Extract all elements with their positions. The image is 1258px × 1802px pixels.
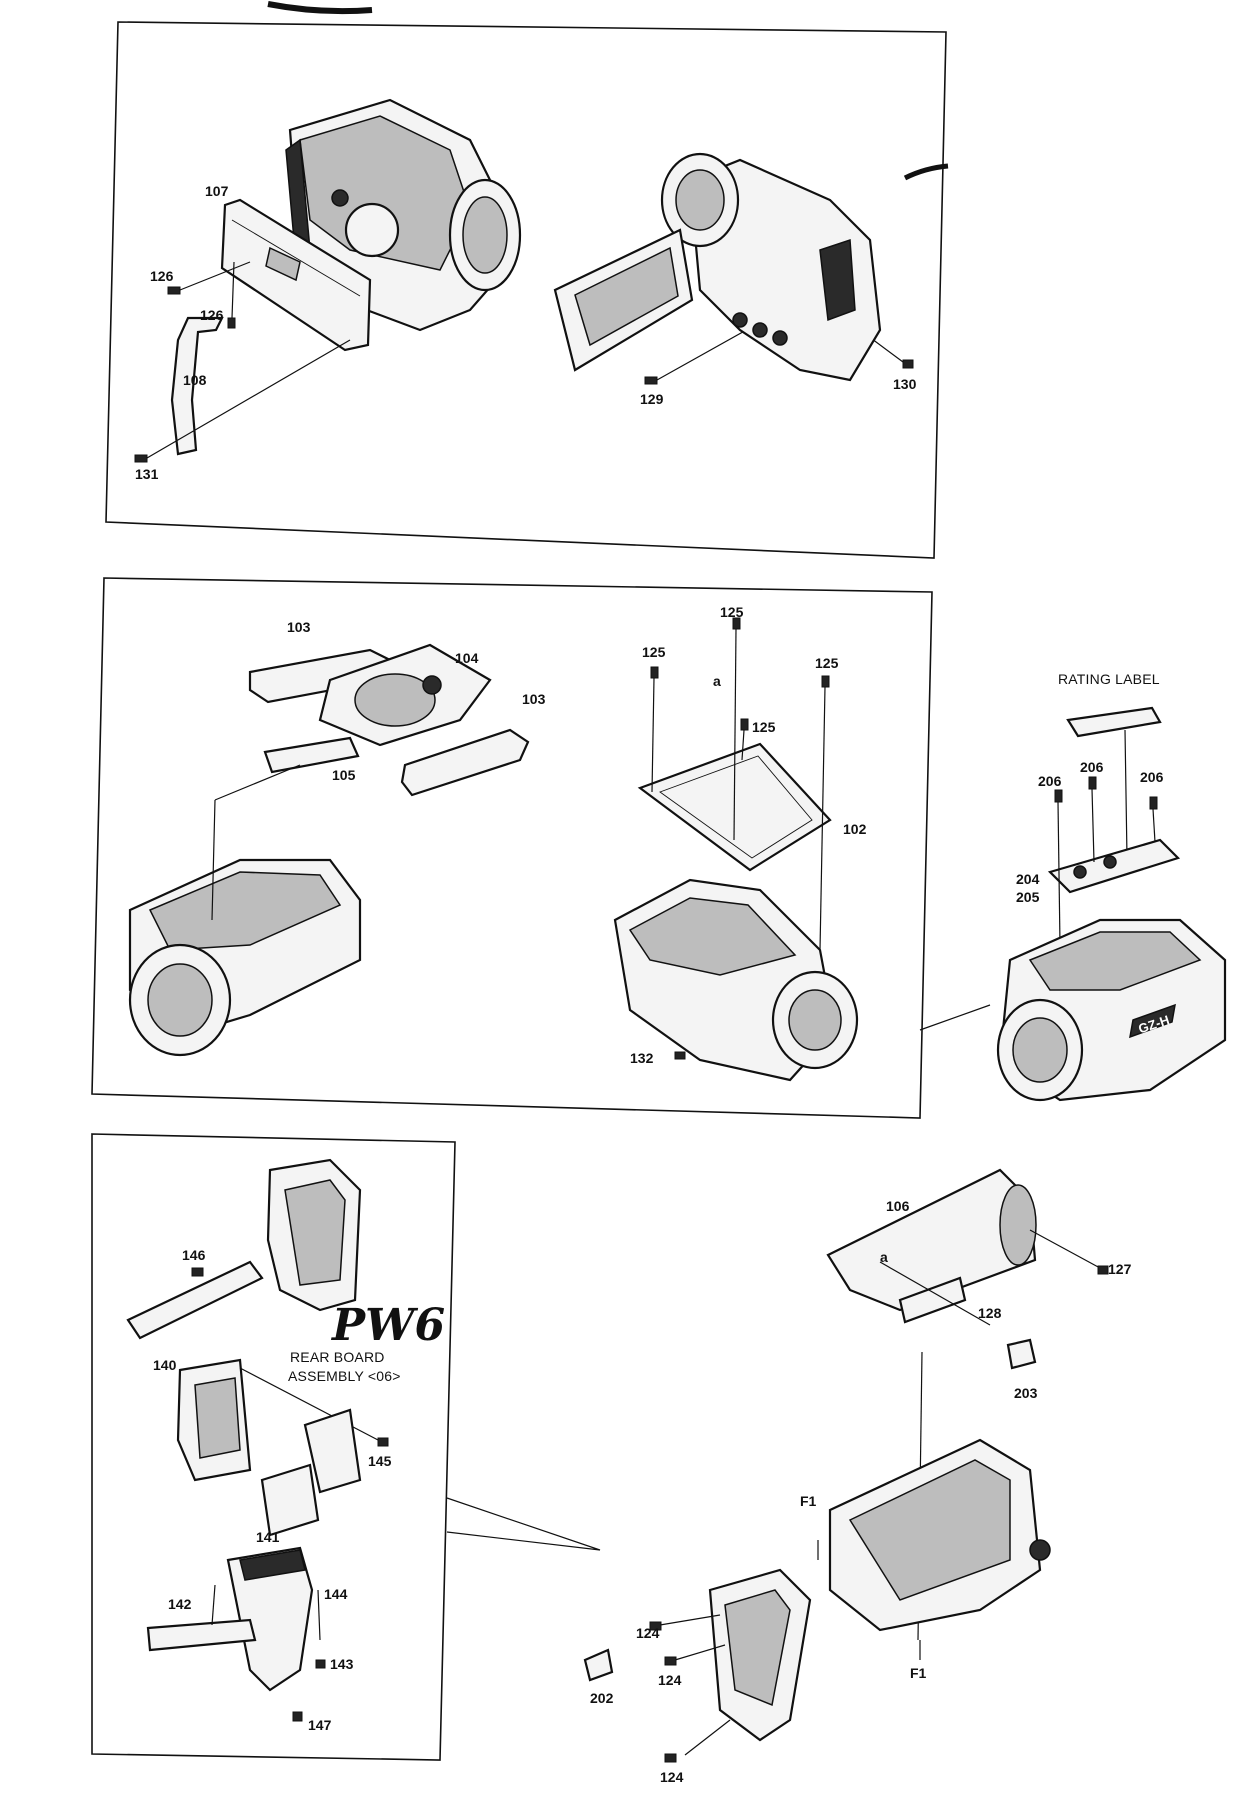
label-f1-a: F1 [800,1493,817,1509]
label-142: 142 [168,1596,192,1612]
label-129: 129 [640,391,664,407]
camcorder-body-mid-right [613,878,859,1082]
label-130: 130 [893,376,917,392]
hand-strap-108 [170,316,224,456]
label-104: 104 [455,650,479,666]
label-143: 143 [330,1656,354,1672]
screw-147 [292,1711,303,1722]
label-206-b: 206 [1080,759,1104,775]
side-cover-107 [220,198,372,352]
panel-bottom-left [91,1133,456,1761]
label-103-a: 103 [287,619,311,635]
rear-board-label-line1: REAR BOARD [290,1349,385,1365]
label-127: 127 [1108,1261,1132,1277]
label-125-b: 125 [642,644,666,660]
scan-mark-top [267,1,373,15]
panel-middle [91,577,933,1119]
label-204: 204 [1016,871,1040,887]
panel-top [105,21,947,559]
cap-203 [1006,1338,1037,1370]
rear-frame-146 [126,1158,362,1340]
pw6-handwritten: PW6 [330,1300,445,1351]
label-125-c: 125 [815,655,839,671]
rear-board-141-142 [146,1546,314,1692]
label-131: 131 [135,466,159,482]
sub-board-145 [260,1408,362,1537]
label-a-1: a [713,673,721,689]
label-105: 105 [332,767,356,783]
rating-label-text: RATING LABEL [1058,671,1160,687]
rear-unit [708,1568,812,1742]
top-plate-204-205 [1047,838,1181,894]
camcorder-body-top-right: GZ-H [996,918,1227,1102]
label-128: 128 [978,1305,1002,1321]
button-202 [583,1648,614,1682]
rear-board-140 [176,1358,252,1482]
label-108: 108 [183,372,207,388]
top-plate-screws [1054,776,1158,946]
label-206-a: 206 [1038,773,1062,789]
label-144: 144 [324,1586,348,1602]
label-107: 107 [205,183,229,199]
screw-143 [315,1659,326,1669]
shield-frame-102 [637,742,832,872]
screw-127 [1097,1265,1109,1275]
label-126-b: 126 [200,307,224,323]
label-124-a: 124 [636,1625,660,1641]
camcorder-body-mid-left [128,858,362,1057]
label-140: 140 [153,1357,177,1373]
label-206-c: 206 [1140,769,1164,785]
label-146: 146 [182,1247,206,1263]
panel-middle-callout [919,1004,991,1031]
scan-mark-right [903,163,949,181]
label-124-b: 124 [658,1672,682,1688]
label-141: 141 [256,1529,280,1545]
label-f1-b: F1 [910,1665,927,1681]
screw-124-b [664,1656,677,1666]
label-147: 147 [308,1717,332,1733]
panel-bottom-callout [446,1497,601,1551]
label-106: 106 [886,1198,910,1214]
label-145: 145 [368,1453,392,1469]
label-125-d: 125 [752,719,776,735]
top-cover-106 [826,1168,1037,1324]
screw-124-a [649,1621,662,1631]
label-205: 205 [1016,889,1040,905]
label-132: 132 [630,1050,654,1066]
rating-label-sticker [1066,706,1162,738]
label-a-2: a [880,1249,888,1265]
label-126-a: 126 [150,268,174,284]
camcorder-right-open-lcd [553,152,882,382]
label-124-c: 124 [660,1769,684,1785]
rear-board-label-line2: ASSEMBLY <06> [288,1368,401,1384]
screw-145 [377,1437,389,1447]
label-202: 202 [590,1690,614,1706]
label-203: 203 [1014,1385,1038,1401]
label-103-b: 103 [522,691,546,707]
screw-146 [191,1267,204,1277]
screw-124-c [664,1753,677,1763]
label-125-a: 125 [720,604,744,620]
panel-middle-screws [211,617,830,1060]
main-chassis [828,1438,1051,1632]
hdd-assembly [248,643,530,797]
label-102: 102 [843,821,867,837]
